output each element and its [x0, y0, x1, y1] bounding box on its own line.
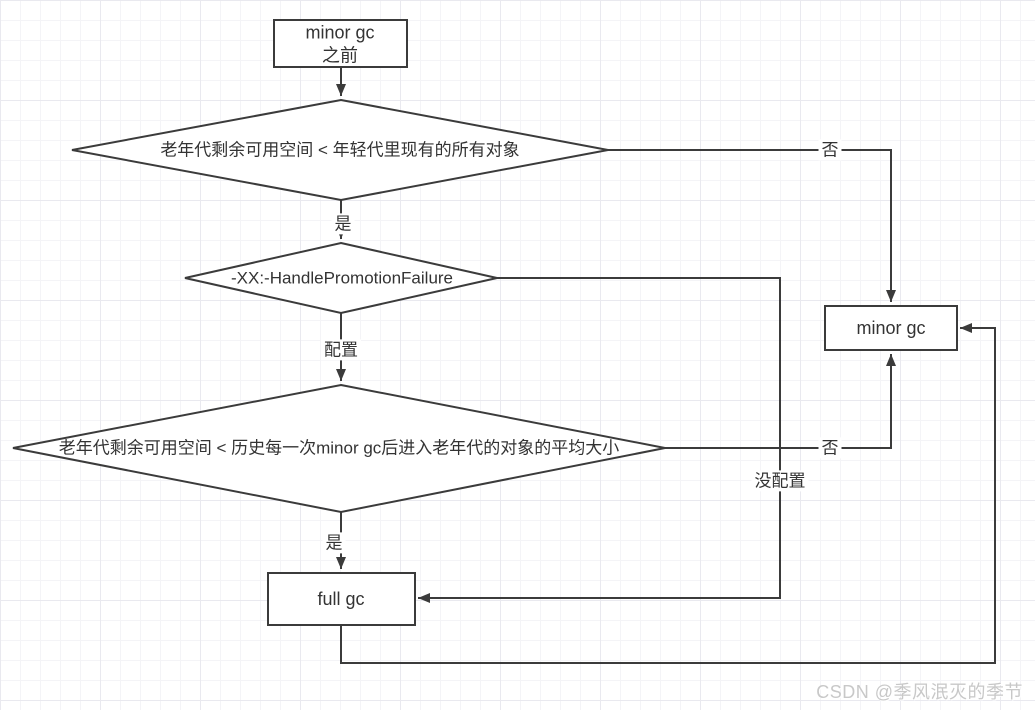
start-node-label-line2: 之前 [322, 45, 358, 65]
edge-label-no2: 否 [818, 437, 842, 459]
decision1-label: 老年代剩余可用空间 < 年轻代里现有的所有对象 [160, 140, 520, 160]
edge-full-gc-loop-to-minor-gc [340, 323, 996, 664]
edge-decision1-no-to-minor-gc [608, 149, 896, 302]
start-node-label-line1: minor gc [305, 22, 375, 43]
minor-gc-node-shape [824, 305, 958, 351]
csdn-watermark: CSDN @季风泯灭的季节 [816, 682, 1023, 702]
edge-decision3-no-to-minor-gc [665, 354, 896, 449]
minor-gc-node-label: minor gc [856, 317, 926, 338]
edge-label-not-configured: 没配置 [751, 470, 809, 492]
edge-label-yes2: 是 [322, 532, 346, 554]
edge-label-yes1: 是 [331, 213, 355, 235]
edge-decision2-not-configured-to-full-gc [418, 277, 781, 603]
edge-label-configured: 配置 [321, 339, 361, 361]
decision2-label: -XX:-HandlePromotionFailure [230, 268, 454, 288]
decision3-label: 老年代剩余可用空间 < 历史每一次minor gc后进入老年代的对象的平均大小 [58, 438, 620, 458]
start-node-label: minor gc 之前 [305, 22, 374, 67]
full-gc-node-label: full gc [317, 588, 365, 609]
edge-label-no1: 否 [818, 139, 842, 161]
decision2-diamond-shape [184, 241, 498, 315]
decision3-diamond-shape [12, 383, 666, 514]
decision1-diamond-shape [71, 98, 609, 202]
full-gc-node-shape [267, 572, 416, 626]
start-node-shape [273, 19, 408, 68]
